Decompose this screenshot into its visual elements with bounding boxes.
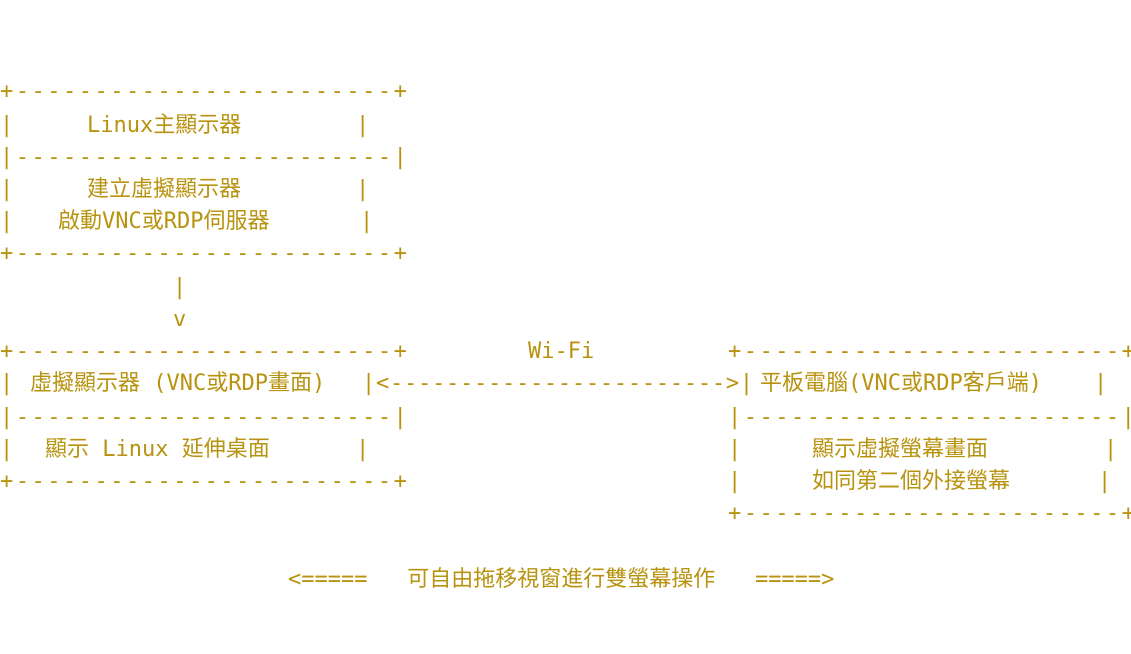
wifi-label: Wi-Fi <box>528 339 595 364</box>
server-box-line1: 建立虛擬顯示器 <box>87 177 242 202</box>
tablet-box-left-edge: | <box>728 437 742 462</box>
server-box-divider: |------------------------| <box>0 145 410 170</box>
server-box-right-edge: | <box>356 177 370 202</box>
virtual-box-bottom-border: +------------------------+ <box>0 469 410 494</box>
server-box-right-edge: | <box>356 113 370 138</box>
server-box-left-edge: | <box>0 209 14 234</box>
server-box-line2: 啟動VNC或RDP伺服器 <box>58 209 270 234</box>
server-box-right-edge: | <box>360 209 374 234</box>
down-arrow-icon: v <box>173 307 187 332</box>
virtual-box-left-edge: | <box>0 437 14 462</box>
server-box-left-edge: | <box>0 177 14 202</box>
tablet-box-divider: |------------------------| <box>728 405 1131 430</box>
wifi-double-arrow: |<------------------------>| <box>362 371 754 396</box>
server-box-left-edge: | <box>0 113 14 138</box>
tablet-box-right-edge: | <box>1094 371 1108 396</box>
connector-line: | <box>173 275 187 300</box>
tablet-box-line2: 如同第二個外接螢幕 <box>812 469 1011 494</box>
footer-caption: <===== 可自由拖移視窗進行雙螢幕操作 =====> <box>288 567 835 592</box>
virtual-box-right-edge: | <box>356 437 370 462</box>
tablet-box-right-edge: | <box>1098 469 1112 494</box>
tablet-box-line1: 顯示虛擬螢幕畫面 <box>812 437 989 462</box>
tablet-box-title: 平板電腦(VNC或RDP客戶端) <box>760 371 1042 396</box>
tablet-box-bottom-border: +------------------------+ <box>728 501 1131 526</box>
virtual-box-title: 虛擬顯示器 (VNC或RDP畫面) <box>30 371 326 396</box>
server-box-top-border: +------------------------+ <box>0 79 410 104</box>
server-box-bottom-border: +------------------------+ <box>0 241 410 266</box>
tablet-box-top-border: +------------------------+ <box>728 339 1131 364</box>
virtual-box-left-edge: | <box>0 371 14 396</box>
virtual-box-top-border: +------------------------+ <box>0 339 410 364</box>
tablet-box-right-edge: | <box>1104 437 1118 462</box>
tablet-box-left-edge: | <box>728 469 742 494</box>
virtual-box-line1: 顯示 Linux 延伸桌面 <box>45 437 270 462</box>
virtual-box-divider: |------------------------| <box>0 405 410 430</box>
server-box-title: Linux主顯示器 <box>87 113 242 138</box>
